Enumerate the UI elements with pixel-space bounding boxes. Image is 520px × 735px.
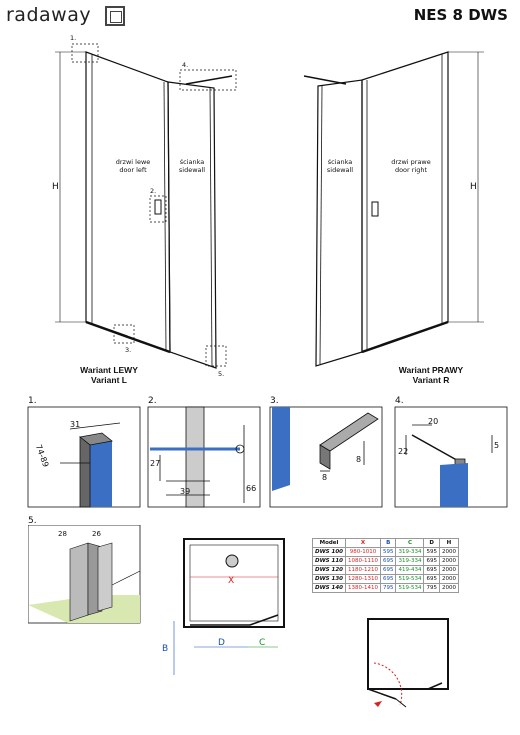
dim-22: 22 [398, 447, 409, 456]
plan-b-label: B [162, 644, 169, 654]
dim-5: 5 [494, 441, 500, 450]
callout-2: 2. [150, 187, 157, 195]
right-door-label: drzwi prawe door right [391, 158, 431, 174]
height-label-right: H [470, 182, 477, 192]
right-sidewall-panel [315, 79, 363, 367]
callout-5: 5. [218, 370, 225, 378]
detail-5-drawing [28, 525, 141, 624]
detail-2-number: 2. [148, 396, 157, 406]
opening-diagram [367, 618, 449, 708]
detail-3-frame [269, 406, 383, 508]
height-label-left: H [52, 182, 59, 192]
plan-d-label: D [218, 638, 225, 648]
detail-1-number: 1. [28, 396, 37, 406]
col-d: D [423, 538, 440, 548]
left-sidewall-panel [167, 81, 217, 369]
dim-28: 28 [58, 530, 67, 538]
col-h: H [438, 538, 459, 548]
dim-26: 26 [92, 530, 101, 538]
right-sidewall-label: ścianka sidewall [326, 158, 354, 174]
callout-4: 4. [182, 61, 189, 69]
model-title: NES 8 DWS [413, 6, 508, 24]
dim-66: 66 [246, 484, 257, 493]
left-door-label: drzwi lewe door left [115, 158, 151, 174]
col-b: B [380, 538, 397, 548]
brand-square-logo [105, 6, 125, 26]
plan-x-label: X [228, 576, 235, 586]
callout-3: 3. [125, 346, 132, 354]
plan-c-label: C [259, 638, 266, 648]
col-x: X [345, 538, 381, 548]
dim-20: 20 [428, 417, 439, 426]
left-sidewall-label: ścianka sidewall [178, 158, 206, 174]
callout-1: 1. [70, 34, 77, 42]
dim-39: 39 [180, 487, 191, 496]
brand-logo-text: radaway [6, 4, 92, 26]
detail-4-number: 4. [395, 396, 404, 406]
elevation-drawing [55, 43, 484, 369]
dim-8-horizontal: 8 [322, 473, 328, 482]
plan-view [173, 538, 285, 675]
detail-5-number: 5. [28, 516, 37, 526]
col-c: C [395, 538, 425, 548]
variant-right-label: Wariant PRAWY Variant R [398, 365, 464, 385]
detail-row-drawings [27, 406, 508, 508]
col-model: Model [312, 538, 346, 548]
left-door-panel [85, 51, 171, 353]
dim-27: 27 [150, 459, 161, 468]
variant-left-label: Wariant LEWY Variant L [80, 365, 138, 385]
detail-3-number: 3. [270, 396, 279, 406]
dim-31: 31 [70, 420, 81, 429]
dim-8-vertical: 8 [356, 455, 362, 464]
spec-header-row: Model X B C D H [312, 538, 459, 548]
